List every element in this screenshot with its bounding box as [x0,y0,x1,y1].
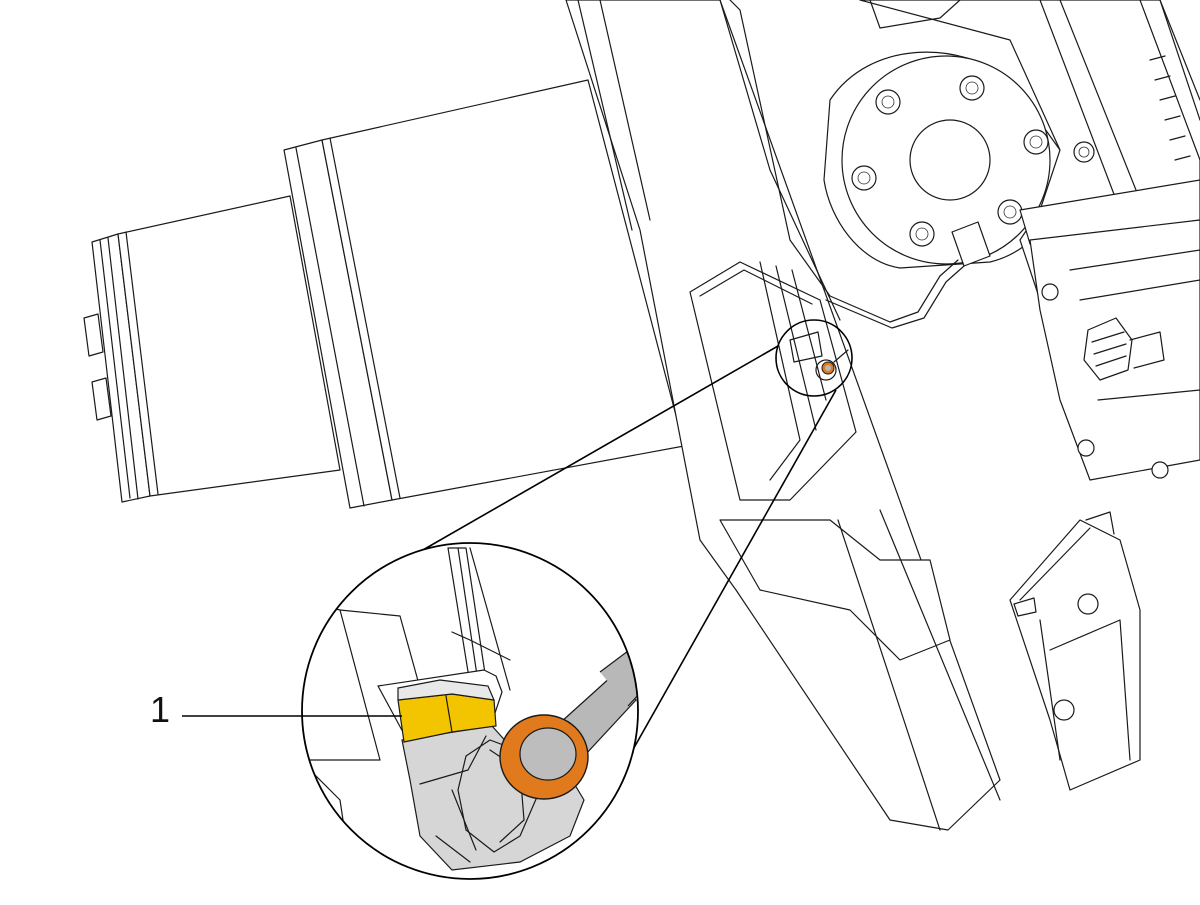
yellow-hex-nut [397,679,497,743]
lower-bracket [1009,511,1141,791]
detail-origin-circle [775,319,853,397]
machine-assembly [83,0,1200,831]
flange-bolts [851,75,1049,247]
mounting-plate [565,0,1001,831]
flange-disc [729,0,1063,329]
orange-ring [499,714,589,800]
motor-housing [83,79,685,509]
callout-1-label: 1 [150,689,171,730]
side-frame [859,0,1200,481]
fitting-small [789,331,849,381]
detail-leader-lines [394,345,837,809]
detail-circle-border [301,542,639,880]
detail-view [301,542,639,880]
